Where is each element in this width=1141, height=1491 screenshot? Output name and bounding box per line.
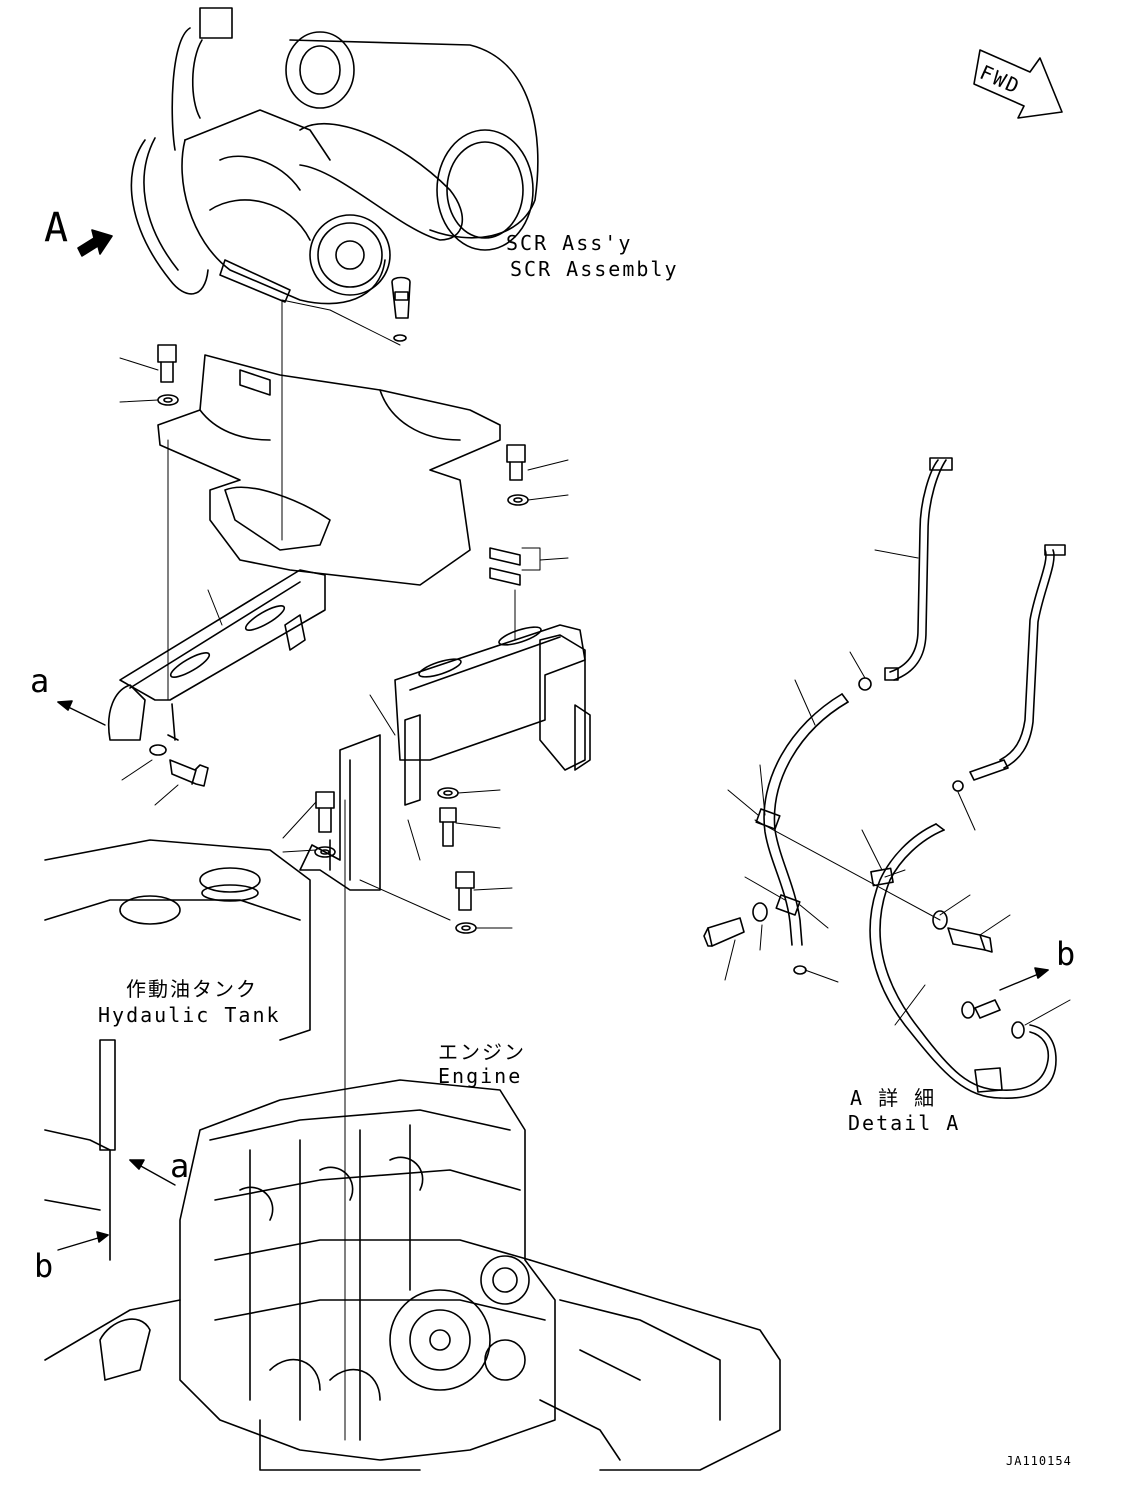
hydraulic-tank-drawing [44,839,311,1261]
view-a-arrow-icon [77,229,113,257]
scr-label-en: SCR Assembly [510,257,679,281]
assembly-lines [167,299,941,1441]
detail-a-fasteners [703,902,993,953]
chassis-drawing [44,1259,781,1471]
frame-leaders [119,357,569,571]
mounting-frame-drawing [157,354,501,586]
fwd-arrow-icon [973,49,1063,119]
left-bracket-bolt [169,759,209,787]
hydraulic-tank-label-jp: 作動油タンク [126,977,258,1001]
reference-arrows [57,700,1049,1251]
frame-fasteners [157,344,529,586]
ref-b-detail-label: b [1056,935,1076,973]
detail-a-leaders [724,549,1071,1026]
ref-b-engine-label: b [34,1247,54,1285]
hydraulic-tank-label-en: Hydaulic Tank [98,1003,281,1027]
left-bracket-drawing [107,569,326,756]
right-bracket-fasteners [314,787,477,934]
scr-label-jp: SCR Ass'y [506,231,633,255]
right-bracket-drawing [299,624,591,891]
view-a-label: A [44,205,69,251]
ref-a-top-label: a [30,662,50,700]
scr-assembly-drawing [130,7,539,342]
right-bracket-leaders [282,694,513,929]
ref-a-engine-label: a [170,1147,190,1185]
detail-a-label-jp: A 詳 細 [850,1086,937,1110]
engine-label-en: Engine [438,1064,523,1088]
detail-a-hoses-drawing [755,457,1066,1099]
drawing-code: JA110154 [1006,1454,1072,1468]
left-bracket-leaders [121,589,223,806]
detail-a-label-en: Detail A [848,1111,961,1135]
engine-drawing [179,1079,556,1461]
engine-label-jp: エンジン [438,1040,526,1064]
